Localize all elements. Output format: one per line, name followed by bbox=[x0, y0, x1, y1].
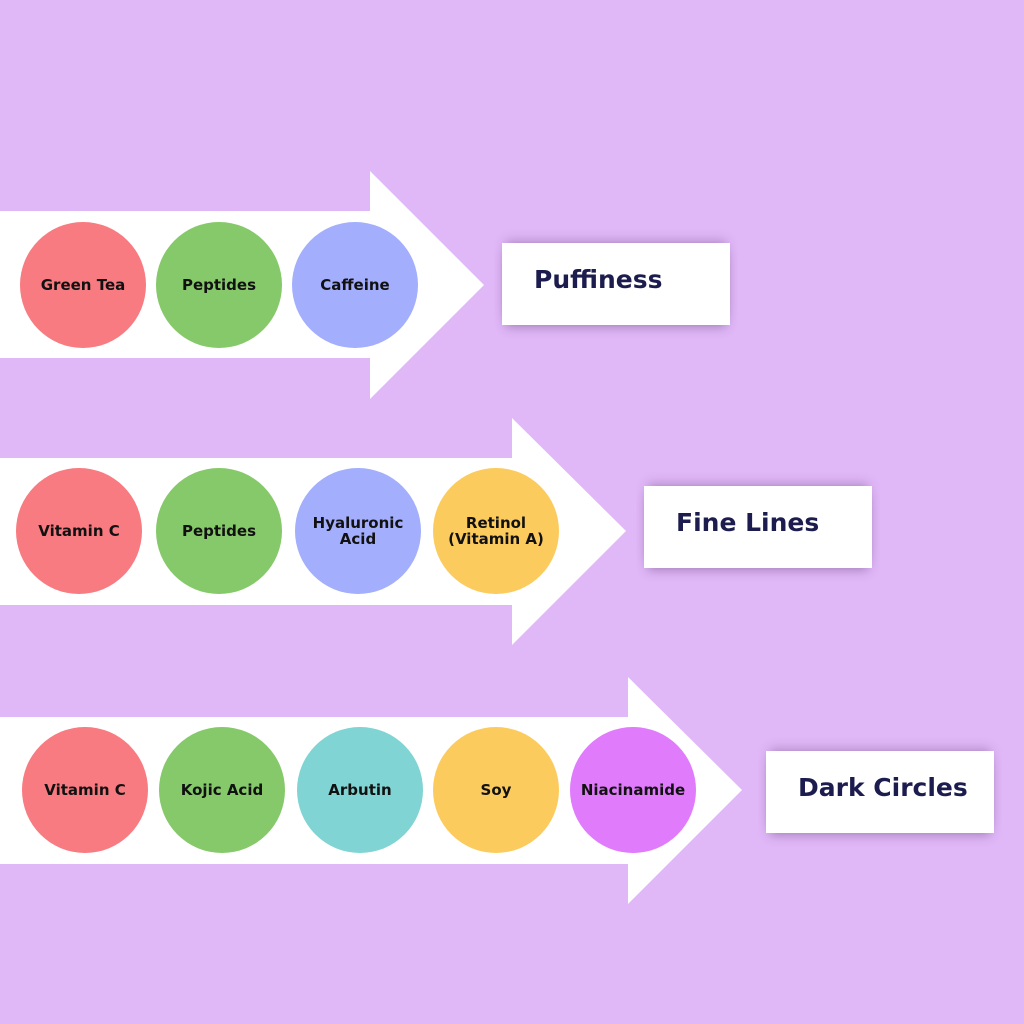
concern-label: Dark Circles bbox=[798, 772, 968, 802]
ingredient-label: Peptides bbox=[181, 522, 257, 540]
ingredient-circle: Vitamin C bbox=[16, 468, 142, 594]
ingredient-label: Kojic Acid bbox=[180, 781, 264, 799]
ingredient-circle: Kojic Acid bbox=[159, 727, 285, 853]
concern-box-dark-circles: Dark Circles bbox=[766, 751, 994, 833]
ingredient-circle: Caffeine bbox=[292, 222, 418, 348]
ingredient-label: Niacinamide bbox=[580, 781, 686, 799]
ingredient-circle: Retinol (Vitamin A) bbox=[433, 468, 559, 594]
ingredient-label: Retinol (Vitamin A) bbox=[448, 514, 544, 548]
ingredient-label: Green Tea bbox=[40, 276, 126, 294]
concern-label: Puffiness bbox=[534, 264, 663, 294]
ingredient-circle: Soy bbox=[433, 727, 559, 853]
ingredient-circle: Peptides bbox=[156, 222, 282, 348]
ingredient-circle: Hyaluronic Acid bbox=[295, 468, 421, 594]
ingredient-label: Soy bbox=[480, 781, 512, 799]
ingredient-label: Vitamin C bbox=[44, 781, 126, 799]
ingredient-circle: Vitamin C bbox=[22, 727, 148, 853]
ingredient-circle: Peptides bbox=[156, 468, 282, 594]
concern-box-fine-lines: Fine Lines bbox=[644, 486, 872, 568]
concern-label: Fine Lines bbox=[676, 507, 820, 537]
ingredient-label: Peptides bbox=[181, 276, 257, 294]
ingredient-label: Arbutin bbox=[328, 781, 392, 799]
ingredient-circle: Niacinamide bbox=[570, 727, 696, 853]
ingredient-circle: Arbutin bbox=[297, 727, 423, 853]
ingredient-label: Caffeine bbox=[320, 276, 390, 294]
ingredient-circle: Green Tea bbox=[20, 222, 146, 348]
ingredient-label: Vitamin C bbox=[38, 522, 120, 540]
ingredient-label: Hyaluronic Acid bbox=[312, 514, 404, 548]
concern-box-puffiness: Puffiness bbox=[502, 243, 730, 325]
